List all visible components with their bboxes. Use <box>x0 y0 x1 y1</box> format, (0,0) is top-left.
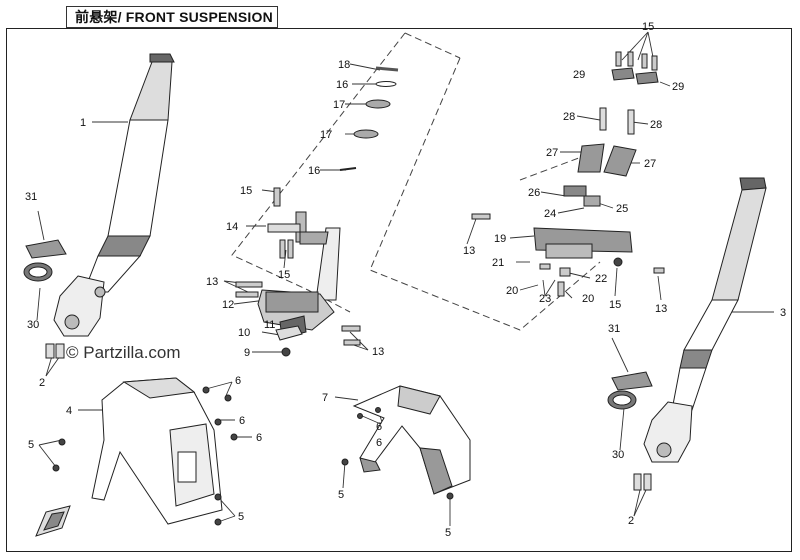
callout-13: 13 <box>655 303 667 315</box>
steering-stem-assembly <box>235 66 399 357</box>
callout-12: 12 <box>222 299 234 311</box>
callout-19: 19 <box>494 233 506 245</box>
right-seal-parts <box>607 371 653 491</box>
callout-26: 26 <box>528 187 540 199</box>
callout-7: 7 <box>322 392 328 404</box>
callout-13: 13 <box>463 245 475 257</box>
callout-5: 5 <box>28 439 34 451</box>
callout-17: 17 <box>320 129 332 141</box>
callout-22: 22 <box>595 273 607 285</box>
callout-17: 17 <box>333 99 345 111</box>
watermark-text: © Partzilla.com <box>66 343 181 362</box>
callout-6: 6 <box>376 421 382 433</box>
callout-13: 13 <box>206 276 218 288</box>
diagram-frame <box>6 28 792 552</box>
callout-5: 5 <box>238 511 244 523</box>
callout-16: 16 <box>336 79 348 91</box>
callout-1: 1 <box>80 117 86 129</box>
callout-15: 15 <box>642 21 654 33</box>
callout-27: 27 <box>546 147 558 159</box>
left-fork-assembly <box>53 53 175 337</box>
callout-31: 31 <box>608 323 620 335</box>
upper-clamp-assembly <box>471 51 665 297</box>
front-fender <box>52 377 238 526</box>
callout-6: 6 <box>235 375 241 387</box>
callout-13: 13 <box>372 346 384 358</box>
callout-23: 23 <box>539 293 551 305</box>
callout-15: 15 <box>609 299 621 311</box>
callout-28: 28 <box>650 119 662 131</box>
callout-30: 30 <box>612 449 624 461</box>
callout-6: 6 <box>376 437 382 449</box>
callout-15: 15 <box>278 269 290 281</box>
callout-3: 3 <box>780 307 786 319</box>
callout-30: 30 <box>27 319 39 331</box>
callout-10: 10 <box>238 327 250 339</box>
callout-6: 6 <box>239 415 245 427</box>
callout-25: 25 <box>616 203 628 215</box>
callout-24: 24 <box>544 208 556 220</box>
callout-18: 18 <box>338 59 350 71</box>
callout-labels: 1 2 2 3 4 5 5 5 5 6 6 6 6 6 7 9 10 11 12… <box>25 21 786 539</box>
callout-21: 21 <box>492 257 504 269</box>
callout-2: 2 <box>39 377 45 389</box>
callout-11: 11 <box>264 319 275 331</box>
callout-4: 4 <box>66 405 72 417</box>
callout-15: 15 <box>240 185 252 197</box>
callout-28: 28 <box>563 111 575 123</box>
callout-2: 2 <box>628 515 634 527</box>
diagram-title: 前悬架/ FRONT SUSPENSION <box>66 6 278 28</box>
callout-20: 20 <box>582 293 594 305</box>
left-seal-parts <box>23 239 67 359</box>
callout-29: 29 <box>573 69 585 81</box>
assembly-dashed-lines <box>231 32 601 331</box>
callout-31: 31 <box>25 191 37 203</box>
callout-27: 27 <box>644 158 656 170</box>
callout-5: 5 <box>338 489 344 501</box>
callout-16: 16 <box>308 165 320 177</box>
callout-5: 5 <box>445 527 451 539</box>
right-fork-assembly <box>643 177 767 463</box>
callout-14: 14 <box>226 221 238 233</box>
callout-6: 6 <box>256 432 262 444</box>
callout-29: 29 <box>672 81 684 93</box>
callout-9: 9 <box>244 347 250 359</box>
front-direction-arrow <box>35 505 71 537</box>
fender-bracket <box>341 385 471 500</box>
callout-20: 20 <box>506 285 518 297</box>
